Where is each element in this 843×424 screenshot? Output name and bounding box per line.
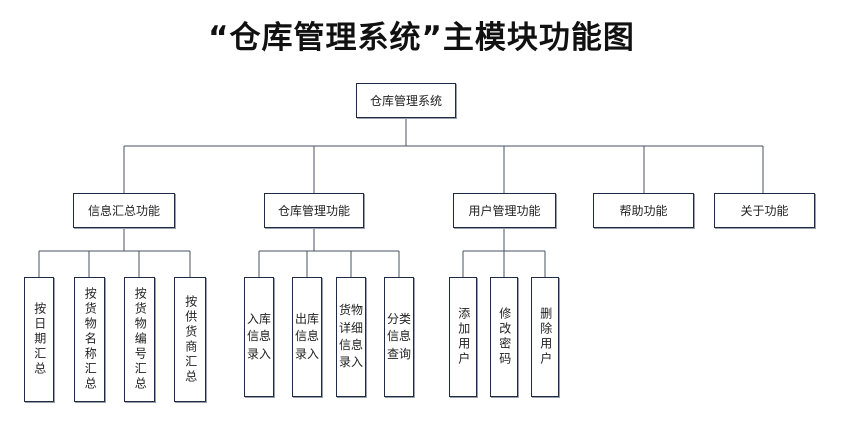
node-change-password: 修改密码	[490, 277, 518, 397]
node-user-management: 用户管理功能	[453, 193, 556, 228]
node-delete-user: 删除用户	[531, 277, 559, 397]
node-about: 关于功能	[714, 193, 815, 228]
node-inbound-entry-label: 入库 信息 录入	[247, 311, 272, 361]
node-info-summary: 信息汇总功能	[73, 193, 175, 228]
node-add-user: 添加用户	[449, 277, 477, 397]
node-help: 帮助功能	[593, 193, 694, 228]
node-goods-detail-entry: 货物 详细 信息 录入	[336, 277, 366, 397]
node-warehouse-management: 仓库管理功能	[264, 193, 364, 228]
node-category-query: 分类 信息 查询	[384, 277, 414, 397]
node-goods-detail-entry-label: 货物 详细 信息 录入	[339, 303, 364, 370]
node-summary-by-supplier: 按供货商汇总	[174, 277, 206, 402]
node-summary-by-goods-number: 按货物编号汇总	[124, 277, 155, 402]
node-summary-by-date: 按日期汇总	[24, 277, 54, 402]
node-summary-by-goods-name: 按货物名称汇总	[74, 277, 105, 402]
node-inbound-entry: 入库 信息 录入	[244, 277, 274, 397]
node-category-query-label: 分类 信息 查询	[387, 311, 412, 361]
node-root: 仓库管理系统	[356, 83, 456, 118]
node-outbound-entry: 出库 信息 录入	[292, 277, 322, 397]
node-outbound-entry-label: 出库 信息 录入	[295, 311, 320, 361]
diagram-title: “仓库管理系统”主模块功能图	[208, 20, 635, 56]
